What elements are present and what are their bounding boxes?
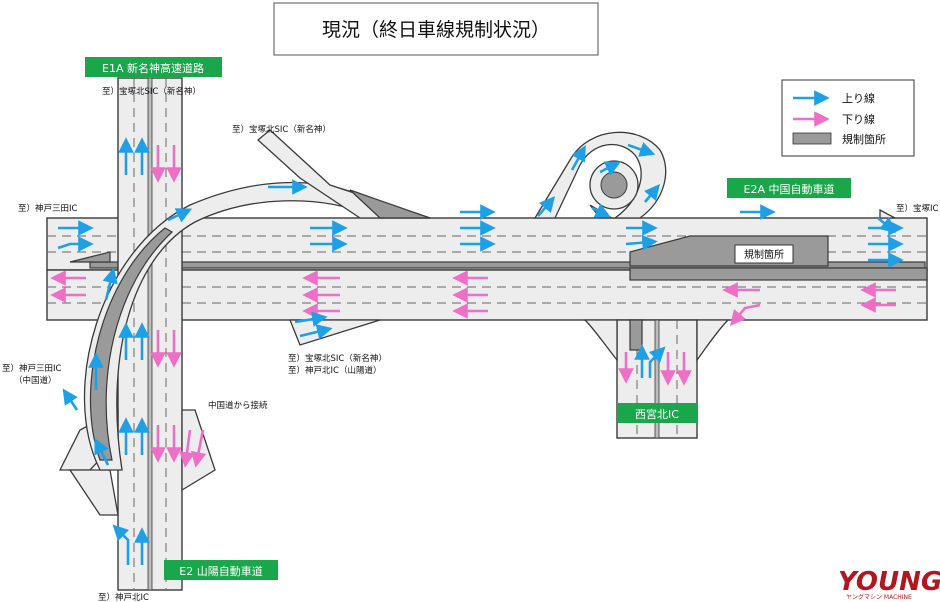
loop-restriction [600,171,628,199]
mid-ramp-arrow-2 [299,324,333,340]
dest-takarazuka-ramp: 至）宝塚北SIC（新名神） [232,124,331,135]
young-machine-logo: YOUNG ヤングマシン MACHINE [838,567,940,601]
dest-kobe-kita-bottom: 至）神戸北IC [98,592,149,602]
svg-text:ヤングマシン MACHINE: ヤングマシン MACHINE [846,593,912,601]
svg-text:規制箇所: 規制箇所 [744,248,784,261]
svg-text:E2A 中国自動車道: E2A 中国自動車道 [744,182,835,196]
dest-takarazuka-right: 至）宝塚IC [896,203,939,214]
svg-text:E1A 新名神高速道路: E1A 新名神高速道路 [102,61,204,75]
right-taper [879,208,896,219]
sign-nishinomiya: 西宮北IC [617,403,697,423]
dest-mid-line2: 至）神戸北IC（山陽道） [288,365,381,376]
right-down-restriction [629,267,928,281]
mid-lower-ramp [289,319,381,346]
sign-e2: E2 山陽自動車道 [164,560,278,580]
left-side-ramp-2 [68,469,119,516]
svg-text:E2 山陽自動車道: E2 山陽自動車道 [179,564,262,578]
legend: 上り線 下り線 規制箇所 [781,79,915,157]
left-median-taper [69,251,111,263]
up-arrows [57,137,904,565]
dest-mid-line1: 至）宝塚北SIC（新名神） [288,353,387,364]
big-curve-restriction [89,227,174,461]
mid-ramp-arrow-1 [294,311,328,327]
upper-ramp-restriction [349,189,431,219]
takarazuka-sic-ramp [257,129,431,219]
down-arrows [50,145,896,468]
legend-up-label: 上り線 [842,91,875,105]
page-title: 現況（終日車線規制状況） [322,19,550,41]
e1a-e2-vertical [117,77,183,591]
dest-kobe-sanda-side1: 至）神戸三田IC [2,363,62,374]
svg-text:西宮北IC: 西宮北IC [635,407,679,421]
destination-labels: 至）宝塚北SIC（新名神） 至）宝塚北SIC（新名神） 至）神戸三田IC 至）宝… [2,86,939,602]
dest-kobe-sanda-side2: （中国道） [14,375,57,386]
sign-e1a: E1A 新名神高速道路 [85,57,222,77]
restriction-box: 規制箇所 [734,244,794,264]
svg-text:YOUNG: YOUNG [838,567,940,597]
legend-restriction-label: 規制箇所 [842,132,886,146]
dest-chugoku-connect: 中国道から接続 [208,400,268,411]
median-restriction [89,261,926,269]
title-box: 現況（終日車線規制状況） [273,2,599,56]
dest-takarazuka-top: 至）宝塚北SIC（新名神） [102,86,201,97]
sign-e2a: E2A 中国自動車道 [727,178,851,198]
legend-down-label: 下り線 [842,112,875,126]
dest-kobe-sanda-left: 至）神戸三田IC [18,203,78,214]
legend-restriction-swatch [792,132,832,145]
